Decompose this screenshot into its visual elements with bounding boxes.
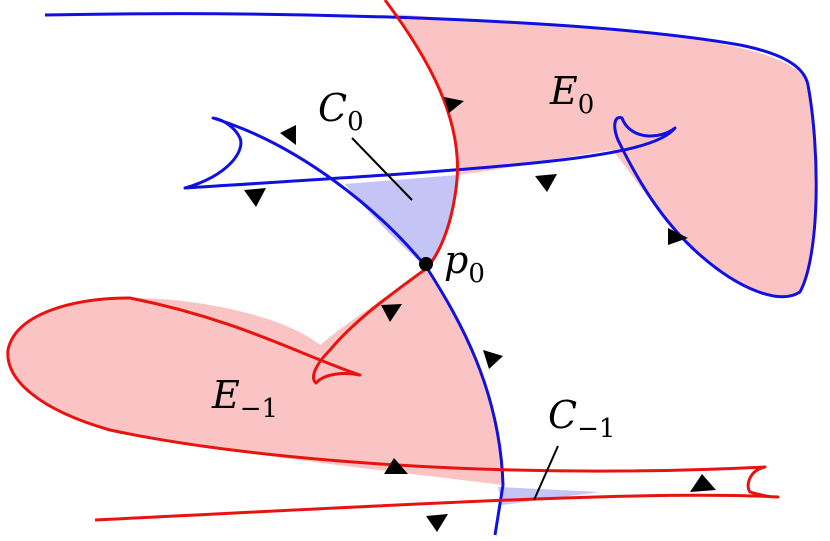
arrow-8	[384, 458, 408, 474]
red-right-curve	[6, 0, 780, 522]
leader-cm1	[533, 445, 559, 501]
arrow-9	[690, 474, 716, 492]
label-e0: E0	[549, 69, 594, 120]
arrow-2	[280, 125, 296, 145]
arrow-4	[535, 174, 557, 192]
label-em1: E−1	[211, 373, 278, 424]
arrow-1	[444, 97, 464, 113]
label-p0: p0	[444, 238, 485, 289]
region-em1-fill	[7, 268, 504, 485]
arrow-6	[381, 304, 402, 322]
arrow-5	[668, 228, 688, 245]
region-c0-fill	[345, 175, 457, 268]
label-cm1: C−1	[548, 393, 615, 444]
arrow-3	[244, 188, 266, 207]
arrow-10	[426, 514, 448, 532]
region-e0-fill	[393, 14, 815, 297]
arrow-7	[483, 350, 503, 369]
point-p0	[419, 257, 433, 271]
leader-c0	[351, 137, 413, 201]
blue-top-curve	[44, 12, 818, 536]
label-c0: C0	[318, 86, 364, 137]
